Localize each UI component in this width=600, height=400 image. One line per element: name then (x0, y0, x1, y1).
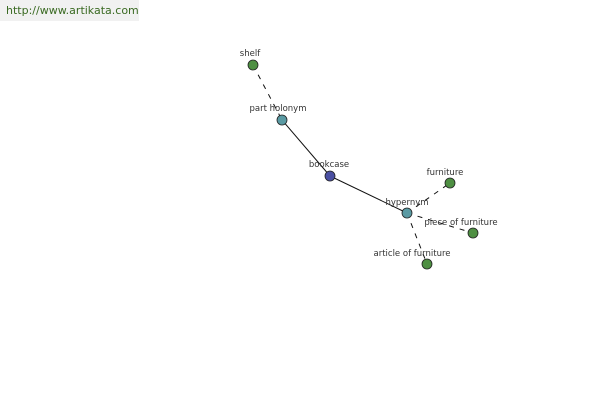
node-label-hypernym: hypernym (385, 198, 428, 208)
node-article-of-furniture[interactable] (421, 258, 433, 270)
edge-part-holonym-bookcase (281, 119, 331, 177)
node-part-holonym[interactable] (276, 114, 288, 126)
edge-hypernym-furniture (406, 182, 451, 214)
node-furniture[interactable] (444, 177, 456, 189)
node-label-furniture: furniture (427, 168, 464, 178)
edges-layer (252, 64, 474, 265)
nodes-layer (247, 59, 479, 270)
node-label-bookcase: bookcase (309, 160, 349, 170)
node-label-article-of-furniture: article of furniture (374, 249, 451, 259)
node-shelf[interactable] (247, 59, 259, 71)
node-piece-of-furniture[interactable] (467, 227, 479, 239)
edge-hypernym-article-of-furniture (406, 212, 428, 265)
watermark-url: http://www.artikata.com (0, 0, 139, 21)
node-label-piece-of-furniture: piece of furniture (424, 218, 497, 228)
node-hypernym[interactable] (401, 207, 413, 219)
labels-layer: shelf part holonym bookcase hypernym furnitu… (240, 49, 498, 259)
node-label-part-holonym: part holonym (250, 104, 307, 114)
edge-hypernym-piece-of-furniture (406, 212, 474, 234)
edge-bookcase-hypernym (329, 175, 408, 214)
node-label-shelf: shelf (240, 49, 261, 59)
node-bookcase[interactable] (324, 170, 336, 182)
